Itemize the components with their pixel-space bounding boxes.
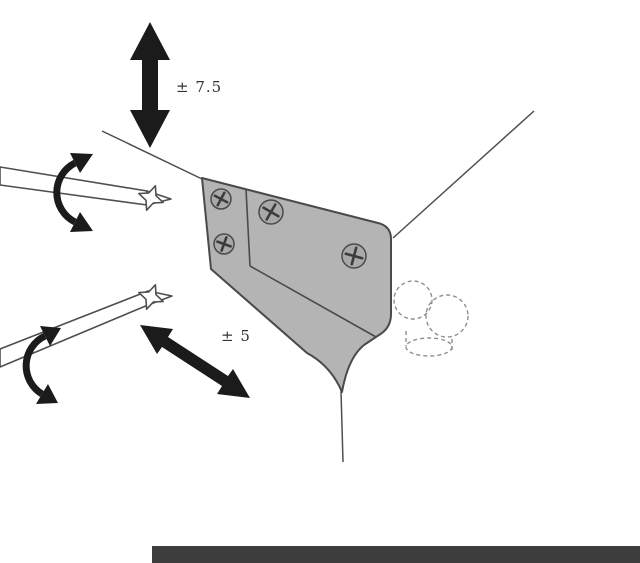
phillips-slot-icon [216, 236, 232, 252]
phillips-slot-icon [213, 191, 229, 207]
rotation-arrowhead-bottom [36, 384, 58, 404]
vertical-adjustment-arrow-icon [130, 22, 170, 148]
hidden-cam-dashed-outline [393, 280, 469, 357]
rotation-arrowhead-top [70, 153, 93, 173]
cam-circle-icon [393, 280, 433, 320]
bracket-crease-left [245, 188, 251, 267]
screw-front-right [341, 243, 367, 269]
cam-cylinder-icon [405, 337, 453, 357]
vertical-adjustment-label: ± 7.5 [176, 78, 222, 96]
bracket-crease-bottom [249, 265, 377, 338]
phillips-slot-icon [344, 246, 364, 266]
screw-side-bottom [213, 233, 235, 255]
bracket-body [201, 177, 392, 393]
upper-rotation-arrow-icon [53, 153, 93, 232]
mounting-bracket [201, 177, 392, 393]
rotation-arc [53, 159, 77, 226]
phillips-slot-icon [262, 203, 280, 221]
cabinet-edge-line-bottom [340, 390, 344, 463]
bottom-edge-bar [152, 546, 640, 563]
screw-front-left [258, 199, 284, 225]
screwdriver-shaft [0, 166, 148, 206]
screw-side-top [210, 188, 232, 210]
upper-screwdriver-icon [0, 166, 172, 211]
lower-screwdriver-icon [0, 283, 173, 368]
rotation-arc [22, 332, 47, 397]
diagonal-adjustment-arrow-icon [140, 325, 250, 398]
rotation-arrowhead-top [40, 326, 61, 346]
cabinet-edge-line-left [101, 130, 203, 180]
lower-rotation-arrow-icon [22, 326, 61, 404]
diagonal-adjustment-label: ± 5 [221, 327, 251, 345]
cabinet-edge-line-right [392, 110, 535, 239]
screwdriver-shaft [0, 290, 149, 368]
cam-circle-icon [425, 294, 469, 338]
rotation-arrowhead-bottom [70, 212, 93, 232]
